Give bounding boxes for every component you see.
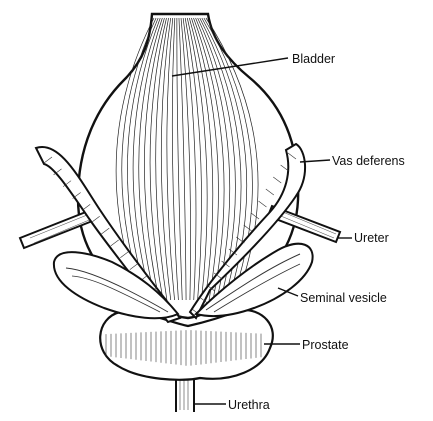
prostate-gland [99, 308, 274, 381]
hatch-stroke [258, 200, 267, 208]
hatch-stroke [129, 263, 139, 270]
hatch-stroke [287, 152, 297, 160]
hatch-stroke [206, 284, 215, 292]
label-vas-deferens: Vas deferens [332, 154, 405, 168]
hatch-stroke [195, 17, 231, 301]
hatch-stroke [221, 260, 230, 268]
label-bladder: Bladder [292, 52, 335, 66]
hatch-stroke [228, 248, 238, 256]
bladder-leader [171, 57, 289, 77]
hatch-stroke [110, 239, 119, 247]
hatch-stroke [243, 224, 252, 232]
hatch-stroke [280, 164, 289, 172]
hatch-stroke [193, 17, 225, 301]
hatch-stroke [178, 17, 187, 301]
hatch-stroke [184, 17, 202, 301]
label-urethra: Urethra [228, 398, 270, 412]
hatch-stroke [72, 192, 81, 199]
hatch-stroke [166, 17, 175, 301]
hatch-stroke [250, 212, 260, 220]
leader-lines [171, 57, 352, 405]
hatch-stroke [273, 176, 282, 184]
hatch-stroke [120, 251, 129, 259]
hatch-stroke [138, 17, 163, 301]
label-ureter: Ureter [354, 231, 389, 245]
hatch-stroke [155, 17, 169, 301]
seminal-vesicle-left [52, 251, 180, 320]
hatch-stroke [81, 204, 91, 211]
hatch-stroke [149, 17, 167, 301]
hatch-stroke [199, 296, 208, 304]
hatch-stroke [265, 188, 275, 196]
hatch-stroke [191, 17, 219, 301]
seminal-vesicle-leader [277, 287, 299, 297]
hatch-stroke [205, 17, 259, 301]
hatch-stroke [62, 180, 72, 187]
hatch-stroke [213, 272, 223, 280]
label-prostate: Prostate [302, 338, 349, 352]
hatch-stroke [132, 17, 161, 301]
hatch-stroke [43, 156, 53, 164]
hatch-stroke [180, 17, 191, 301]
hatch-stroke [91, 215, 100, 223]
hatch-stroke [236, 236, 245, 244]
hatch-stroke [144, 17, 165, 301]
label-seminal-vesicle: Seminal vesicle [300, 291, 387, 305]
vas-deferens-left [34, 145, 182, 324]
hatch-stroke [189, 17, 214, 301]
hatch-stroke [186, 17, 208, 301]
hatch-stroke [101, 227, 110, 235]
vas-deferens-right [188, 142, 306, 320]
hatch-stroke [160, 17, 172, 301]
hatch-stroke [176, 17, 183, 301]
hatch-stroke [53, 168, 62, 176]
vas-deferens-leader [299, 159, 331, 163]
seminal-vesicle-right [194, 242, 314, 317]
hatch-stroke [182, 17, 197, 301]
hatch-stroke [171, 17, 179, 301]
hatch-stroke [203, 17, 253, 301]
